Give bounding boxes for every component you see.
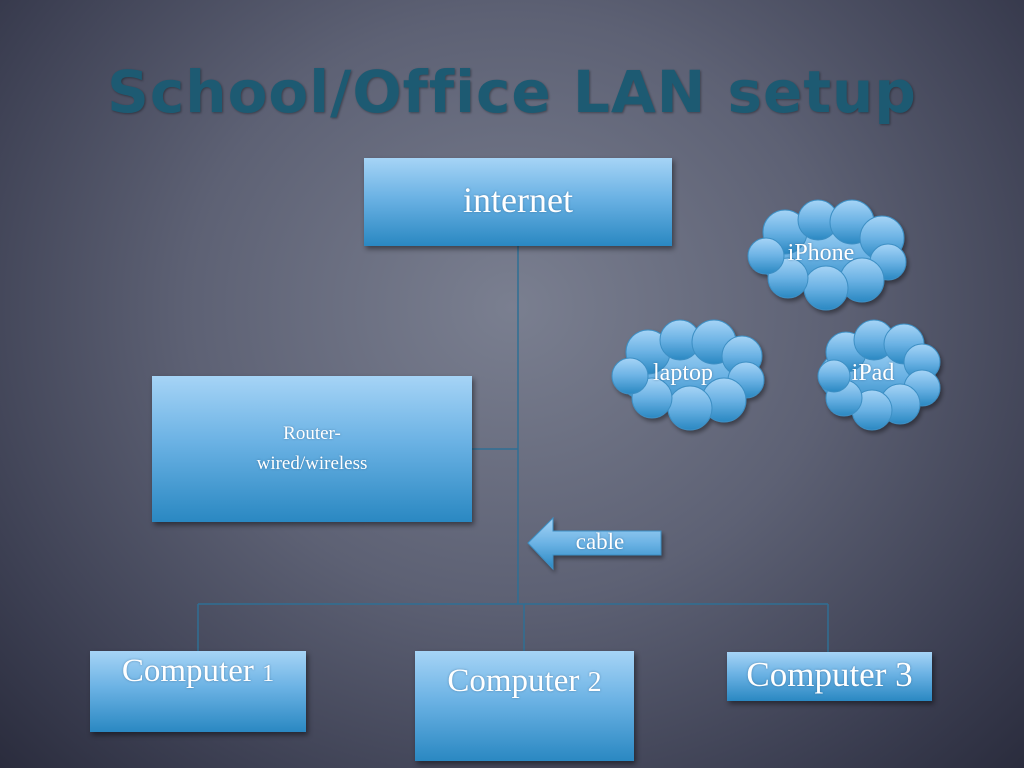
computer-3-label: Computer 3	[746, 655, 913, 694]
internet-label: internet	[463, 180, 573, 220]
internet-node: internet	[364, 158, 672, 246]
computer-2-node: Computer 2	[415, 651, 634, 761]
slide-title: School/Office LAN setup	[107, 58, 917, 126]
computer-1-number: 1	[262, 661, 275, 687]
computer-1-node: Computer 1	[90, 651, 306, 732]
cable-label: cable	[575, 529, 625, 554]
router-node: Router- wired/wireless	[152, 376, 472, 522]
router-label-line2: wired/wireless	[256, 453, 368, 474]
computer-3-node: Computer 3	[727, 652, 932, 701]
laptop-label: laptop	[653, 360, 713, 386]
cable-arrow-icon	[527, 516, 662, 571]
laptop-cloud-icon	[611, 319, 765, 431]
iphone-label: iPhone	[787, 240, 855, 266]
router-label-line1: Router-	[283, 423, 341, 444]
ipad-cloud-icon	[817, 319, 941, 431]
iphone-cloud-icon	[747, 199, 907, 311]
computer-1-label: Computer	[121, 653, 254, 689]
ipad-label: iPad	[851, 360, 895, 386]
computer-2-number: 2	[587, 667, 602, 698]
computer-2-label: Computer	[447, 663, 580, 699]
